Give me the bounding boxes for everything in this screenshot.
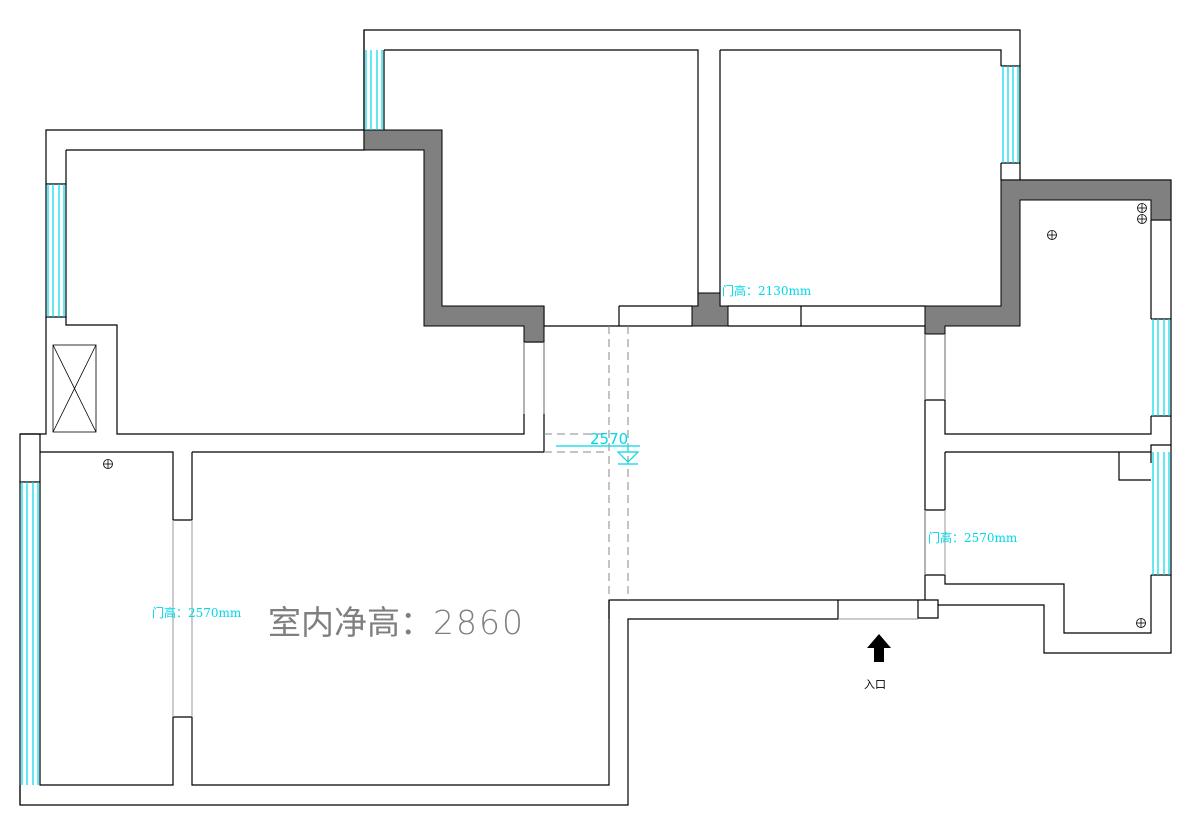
power-point-icon: [103, 459, 113, 469]
height-marker: [556, 445, 640, 465]
windows: [21, 50, 1170, 785]
column-right: [924, 179, 1172, 335]
window-left-upper: [47, 184, 65, 317]
ceiling-height-value: 2860: [433, 603, 525, 642]
ceiling-height-prefix: 室内净高：: [268, 603, 433, 642]
entrance-arrow-icon: [867, 634, 891, 662]
outer-walls: [19, 29, 1172, 806]
window-top-left: [365, 50, 383, 130]
power-point-icon: [1047, 230, 1057, 240]
window-right-middle: [1152, 319, 1170, 416]
power-point-icon: [1137, 214, 1147, 224]
power-point-icon: [1137, 203, 1147, 213]
window-right-lower: [1152, 452, 1170, 575]
structural-columns: [363, 129, 1172, 343]
door-height-label-left: 门高：2570mm: [152, 605, 242, 620]
window-left-lower: [21, 482, 39, 785]
power-point-icon: [1136, 618, 1146, 628]
entrance-label: 入口: [864, 678, 886, 691]
door-openings: [172, 334, 946, 717]
column-top-left: [363, 129, 545, 343]
shaft-icon: [52, 344, 97, 433]
hallway-dashed-lines: [544, 326, 629, 600]
power-points: [103, 203, 1147, 628]
door-height-label-top: 门高：2130mm: [722, 283, 812, 298]
ceiling-height-label: 室内净高：2860: [268, 603, 525, 642]
door-height-label-right: 门高：2570mm: [928, 530, 1018, 545]
column-center: [691, 292, 729, 327]
window-top-right: [1002, 66, 1019, 163]
dimension-label: 2570: [590, 430, 628, 448]
